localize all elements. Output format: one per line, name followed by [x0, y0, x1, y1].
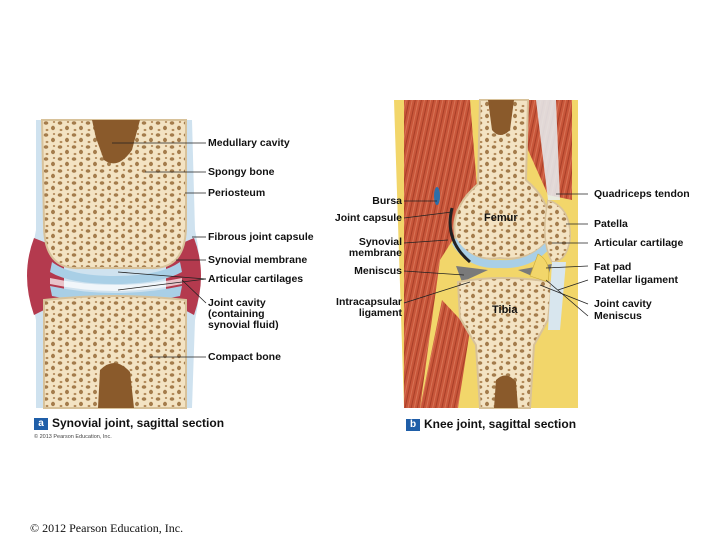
label-joint-cavity: Joint cavity (containing synovial fluid) — [208, 297, 279, 331]
label-joint-capsule: Joint capsule — [334, 212, 402, 224]
footer-copyright: © 2012 Pearson Education, Inc. — [30, 521, 184, 535]
label-articular-cartilages: Articular cartilages — [208, 273, 304, 285]
label-meniscus-right: Meniscus — [594, 310, 642, 322]
synovial-joint-illustration — [27, 119, 201, 409]
label-periosteum: Periosteum — [208, 187, 266, 199]
label-quadriceps-tendon: Quadriceps tendon — [594, 188, 690, 200]
panel-a-leader-lines — [112, 142, 207, 358]
knee-joint-illustration — [394, 99, 578, 409]
label-spongy-bone: Spongy bone — [208, 166, 275, 178]
label-compact-bone: Compact bone — [208, 351, 281, 363]
panel-a-caption-text: Synovial joint, sagittal section — [52, 416, 225, 430]
small-copyright: © 2013 Pearson Education, Inc. — [34, 434, 112, 440]
label-medullary-cavity: Medullary cavity — [208, 137, 290, 149]
label-synovial-membrane: Synovial membrane — [208, 254, 308, 266]
label-joint-cavity-knee: Joint cavity — [594, 298, 652, 310]
label-bursa: Bursa — [372, 195, 402, 207]
label-meniscus-left: Meniscus — [354, 265, 402, 277]
label-fibrous-joint-capsule: Fibrous joint capsule — [208, 231, 314, 243]
label-synovial-membrane-knee: Synovial membrane — [348, 236, 402, 259]
label-femur: Femur — [484, 212, 518, 224]
panel-b-leader-lines — [403, 193, 589, 317]
label-patella: Patella — [594, 218, 628, 230]
label-tibia: Tibia — [492, 304, 518, 316]
label-intracapsular-ligament: Intracapsular ligament — [336, 296, 402, 319]
label-articular-cartilage: Articular cartilage — [594, 237, 684, 249]
panel-b-caption-text: Knee joint, sagittal section — [424, 417, 577, 431]
panel-a-badge: a — [34, 418, 48, 430]
label-patellar-ligament: Patellar ligament — [594, 274, 679, 286]
caption-panel-b: b Knee joint, sagittal section — [406, 417, 576, 431]
label-fat-pad: Fat pad — [594, 261, 632, 273]
panel-b-badge: b — [406, 419, 420, 431]
caption-panel-a: a Synovial joint, sagittal section — [34, 416, 224, 430]
